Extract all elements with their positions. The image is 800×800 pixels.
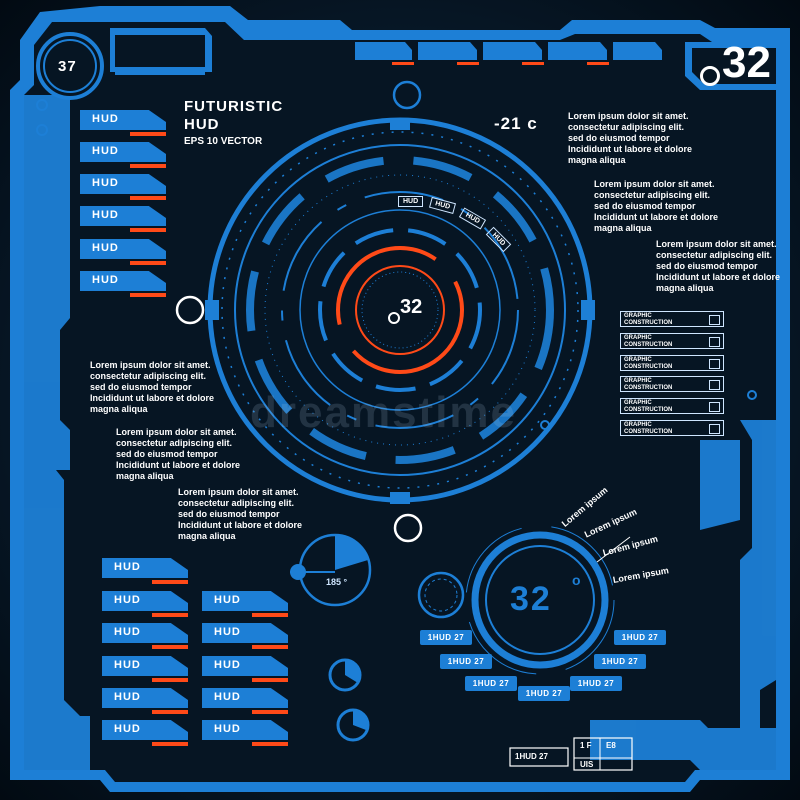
checkbox-icon[interactable] <box>709 402 720 412</box>
checkbox-icon[interactable] <box>709 424 720 434</box>
hud-tab[interactable]: HUD <box>80 239 166 265</box>
badge-value: 37 <box>58 58 77 75</box>
hud-tab[interactable]: HUD <box>80 271 166 297</box>
page-title: FUTURISTIC <box>184 98 284 115</box>
page-title-line2: HUD <box>184 116 220 133</box>
lorem-block-6: Lorem ipsum dolor sit amet.consectetur a… <box>178 487 303 541</box>
hud-pill[interactable]: 1HUD 27 <box>614 630 666 645</box>
hud-pill[interactable]: 1HUD 27 <box>518 686 570 701</box>
checkbox-icon[interactable] <box>709 315 720 325</box>
big-gauge <box>465 525 631 675</box>
footer-readout: 1HUD 27 <box>515 752 548 761</box>
hud-tab[interactable]: HUD <box>102 688 188 714</box>
main-dial <box>205 117 595 504</box>
hud-tab[interactable]: HUD <box>102 558 188 584</box>
lorem-block-3: Lorem ipsum dolor sit amet.consectetur a… <box>656 239 781 293</box>
hud-tab[interactable]: HUD <box>202 591 288 617</box>
hud-tab[interactable]: HUD <box>102 656 188 682</box>
small-gauge-value: 185 ° <box>326 577 348 587</box>
checkbox-icon[interactable] <box>709 380 720 390</box>
page-subtitle: EPS 10 VECTOR <box>184 136 263 147</box>
hud-pill[interactable]: 1HUD 27 <box>570 676 622 691</box>
hud-pill[interactable]: 1HUD 27 <box>465 676 517 691</box>
small-gauge <box>290 533 465 742</box>
mini-panel-cell: UIS <box>580 760 594 769</box>
hud-tab[interactable]: HUD <box>102 623 188 649</box>
hud-tab[interactable]: HUD <box>80 174 166 200</box>
watermark: dreamstime <box>250 388 518 437</box>
degree-icon <box>388 312 400 324</box>
hud-tab[interactable]: HUD <box>80 110 166 136</box>
hud-tab[interactable]: HUD <box>80 206 166 232</box>
checkbox-icon[interactable] <box>709 337 720 347</box>
checkbox-icon[interactable] <box>709 359 720 369</box>
hud-tab[interactable]: HUD <box>202 688 288 714</box>
hud-tab[interactable]: HUD <box>202 623 288 649</box>
counter-value: 32 <box>722 38 771 87</box>
big-gauge-degree: o <box>572 572 581 588</box>
dial-label: HUD <box>398 196 424 207</box>
dial-center-value: 32 <box>400 296 423 318</box>
degree-icon <box>700 66 720 86</box>
top-banner-bars <box>355 42 662 60</box>
mini-panel-cell: E8 <box>606 741 616 750</box>
big-gauge-value: 32 <box>510 580 552 618</box>
mini-panel-cell: 1 F <box>580 741 592 750</box>
hud-pill[interactable]: 1HUD 27 <box>420 630 472 645</box>
hud-pill[interactable]: 1HUD 27 <box>594 654 646 669</box>
hud-tab[interactable]: HUD <box>202 720 288 746</box>
lorem-block-4: Lorem ipsum dolor sit amet.consectetur a… <box>90 360 215 414</box>
hud-tab[interactable]: HUD <box>202 656 288 682</box>
hud-tab[interactable]: HUD <box>80 142 166 168</box>
lorem-block-1: Lorem ipsum dolor sit amet.consectetur a… <box>568 111 693 165</box>
lorem-block-5: Lorem ipsum dolor sit amet.consectetur a… <box>116 427 241 481</box>
lorem-block-2: Lorem ipsum dolor sit amet.consectetur a… <box>594 179 719 233</box>
hud-tab[interactable]: HUD <box>102 591 188 617</box>
hud-tab[interactable]: HUD <box>102 720 188 746</box>
temperature-readout: -21 c <box>494 114 538 133</box>
hud-pill[interactable]: 1HUD 27 <box>440 654 492 669</box>
